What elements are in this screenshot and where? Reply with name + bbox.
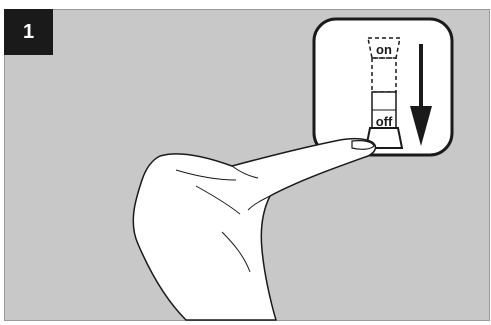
switch-on-label: on xyxy=(376,42,392,57)
switch-off-label: off xyxy=(376,114,393,129)
hand-outline xyxy=(133,139,375,320)
fingernail xyxy=(352,141,374,150)
hand-illustration xyxy=(133,139,375,320)
